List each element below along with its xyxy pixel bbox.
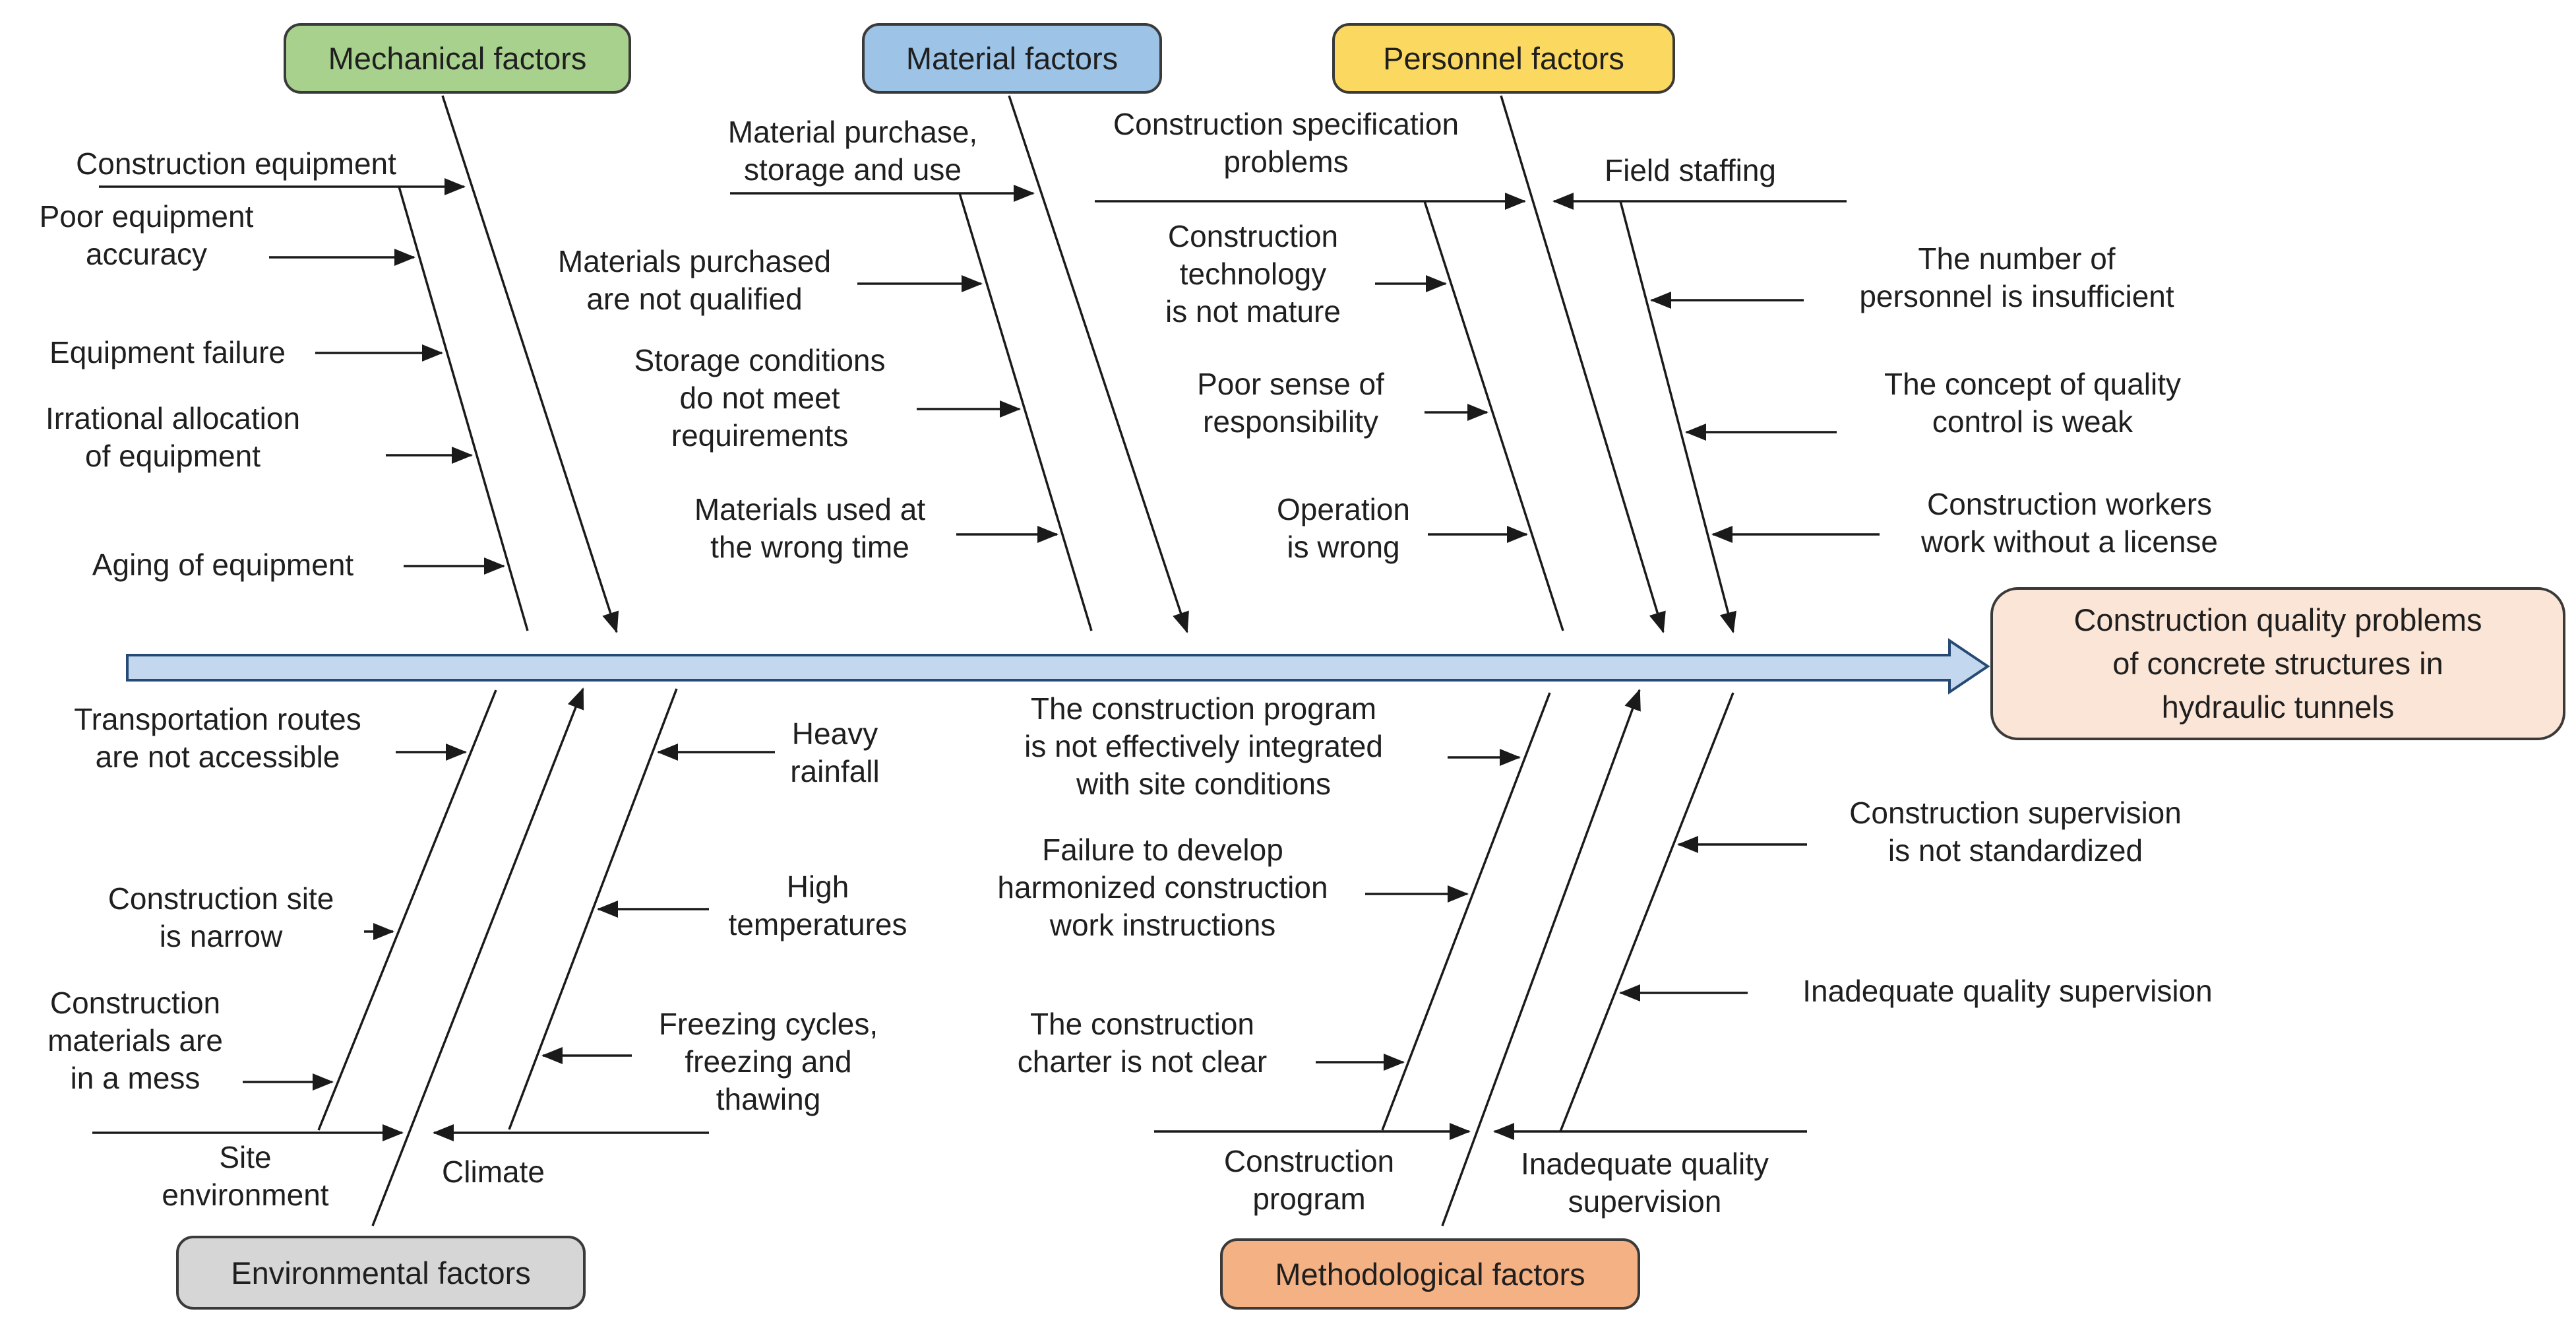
- bone-methodological-main: [1441, 689, 1641, 1226]
- category-box-methodological: Methodological factors: [1220, 1238, 1640, 1310]
- bone-quality-supervision: [1559, 692, 1734, 1132]
- cause-heavy-rainfall: Heavy rainfall: [790, 716, 880, 788]
- cause-aging-of-equipment: Aging of equipment: [92, 548, 354, 582]
- cause-charter-not-clear: The construction charter is not clear: [1017, 1007, 1268, 1079]
- cause-poor-sense: Poor sense of responsibility: [1197, 367, 1384, 439]
- cause-supervision-not-standardized: Construction supervision is not standard…: [1849, 796, 2182, 868]
- cause-construction-specification: Construction specification problems: [1113, 107, 1459, 179]
- category-box-personnel: Personnel factors: [1332, 23, 1675, 94]
- bone-methodological-sub: [1381, 692, 1551, 1131]
- cause-material-purchase: Material purchase, storage and use: [727, 115, 978, 187]
- category-box-environmental: Environmental factors: [176, 1236, 586, 1310]
- cause-field-staffing: Field staffing: [1605, 153, 1776, 187]
- cause-transportation-routes: Transportation routes are not accessible: [74, 702, 361, 774]
- effect-box: Construction quality problems of concret…: [1990, 587, 2565, 740]
- bone-mechanical-main: [441, 95, 619, 633]
- label-site-environment: Site environment: [162, 1140, 329, 1212]
- bone-personnel-main: [1500, 95, 1666, 633]
- bone-field-staffing: [1619, 201, 1736, 633]
- bone-personnel-sub: [1423, 201, 1564, 631]
- cause-materials-wrong-time: Materials used at the wrong time: [694, 492, 926, 564]
- label-climate: Climate: [442, 1155, 545, 1189]
- cause-equipment-failure: Equipment failure: [49, 335, 286, 369]
- bone-climate: [508, 688, 678, 1130]
- bone-material-main: [1008, 95, 1189, 633]
- cause-number-personnel: The number of personnel is insufficient: [1859, 241, 2174, 313]
- cause-concept-quality: The concept of quality control is weak: [1884, 367, 2182, 439]
- cause-inadequate-supervision-right: Inadequate quality supervision: [1802, 974, 2213, 1008]
- cause-operation-wrong: Operation is wrong: [1276, 492, 1411, 564]
- bone-mechanical-sub: [398, 186, 529, 631]
- cause-freezing-cycles: Freezing cycles, freezing and thawing: [658, 1007, 878, 1116]
- label-inadequate-supervision-bottom: Inadequate quality supervision: [1521, 1147, 1769, 1219]
- cause-workers-license: Construction workers work without a lice…: [1921, 487, 2218, 559]
- category-box-material: Material factors: [862, 23, 1162, 94]
- cause-program-not-integrated: The construction program is not effectiv…: [1024, 691, 1383, 801]
- cause-construction-equipment: Construction equipment: [76, 146, 396, 181]
- category-box-mechanical: Mechanical factors: [284, 23, 631, 94]
- cause-construction-technology: Construction technology is not mature: [1165, 219, 1341, 329]
- cause-site-narrow: Construction site is narrow: [107, 881, 334, 953]
- cause-high-temperatures: High temperatures: [728, 870, 907, 941]
- label-construction-program: Construction program: [1223, 1144, 1395, 1216]
- bone-material-sub: [958, 193, 1093, 631]
- cause-storage-conditions: Storage conditions do not meet requireme…: [634, 343, 886, 453]
- bone-site-environment: [371, 687, 584, 1226]
- cause-failure-harmonized: Failure to develop harmonized constructi…: [997, 833, 1328, 942]
- cause-poor-equipment-accuracy: Poor equipment accuracy: [39, 199, 254, 271]
- cause-materials-not-qualified: Materials purchased are not qualified: [557, 244, 832, 316]
- cause-materials-mess: Construction materials are in a mess: [47, 986, 223, 1095]
- bone-environment-sub: [317, 689, 497, 1131]
- spine-arrow: [126, 638, 1990, 695]
- cause-irrational-allocation: Irrational allocation of equipment: [45, 401, 301, 473]
